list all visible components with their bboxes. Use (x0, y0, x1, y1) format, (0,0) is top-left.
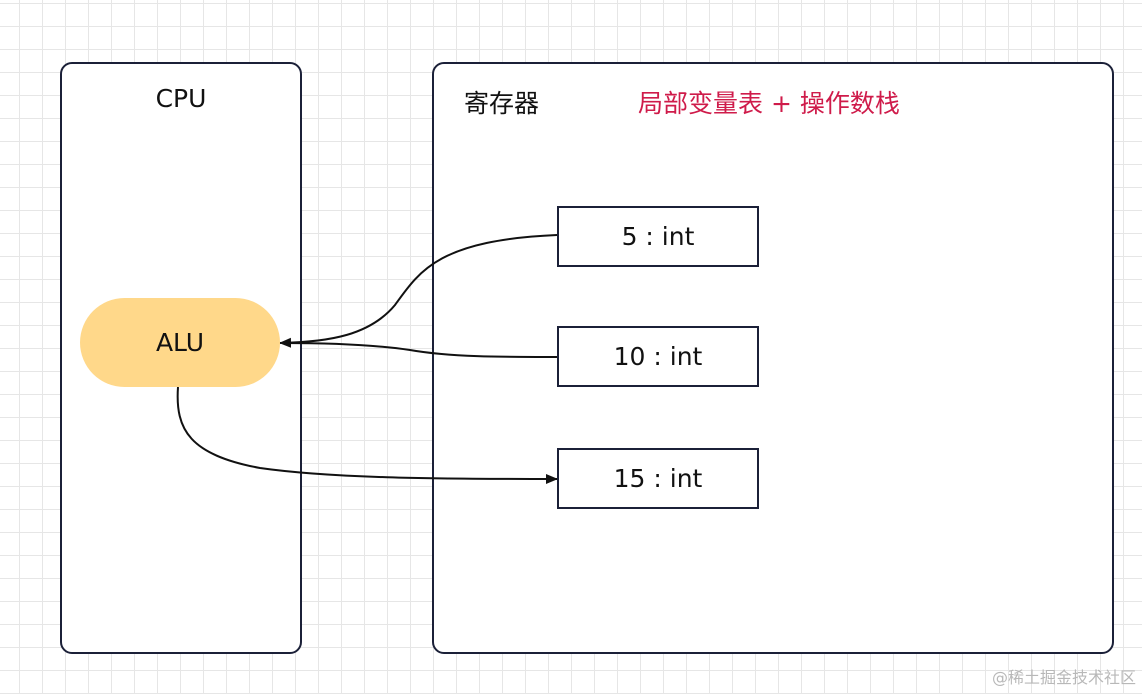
watermark: @稀土掘金技术社区 (991, 668, 1136, 687)
register-slot-2: 10 : int (557, 326, 759, 387)
cpu-title: CPU (155, 84, 207, 113)
register-note: 局部变量表 + 操作数栈 (638, 89, 900, 118)
register-title: 寄存器 (464, 89, 540, 118)
register-slot-3: 15 : int (557, 448, 759, 509)
register-panel: 寄存器 局部变量表 + 操作数栈 (432, 62, 1114, 654)
register-slot-label: 5 : int (621, 222, 695, 251)
register-slot-label: 10 : int (613, 342, 703, 371)
register-slot-1: 5 : int (557, 206, 759, 267)
alu-unit: ALU (80, 298, 280, 387)
alu-label: ALU (155, 328, 205, 357)
register-slot-label: 15 : int (613, 464, 703, 493)
